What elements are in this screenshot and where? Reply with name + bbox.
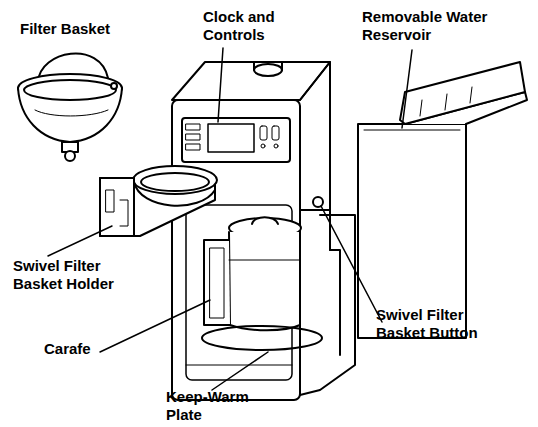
swivel-holder-drawing bbox=[100, 166, 217, 236]
part-label: Swivel Filter Basket Button bbox=[376, 306, 488, 342]
leader-lines bbox=[48, 48, 412, 390]
part-label: Clock and Controls bbox=[203, 8, 285, 44]
part-label: Removable Water Reservoir bbox=[362, 8, 502, 44]
carafe-drawing bbox=[204, 217, 301, 330]
part-label: Keep-Warm Plate bbox=[166, 388, 258, 424]
part-label: Filter Basket bbox=[20, 20, 150, 38]
coffee-maker-body bbox=[172, 62, 355, 400]
reservoir-drawing bbox=[358, 62, 527, 338]
part-label: Carafe bbox=[44, 340, 124, 358]
keep-warm-plate-drawing bbox=[186, 326, 322, 365]
filter-basket-drawing bbox=[18, 53, 122, 161]
part-label: Swivel Filter Basket Holder bbox=[13, 257, 125, 293]
